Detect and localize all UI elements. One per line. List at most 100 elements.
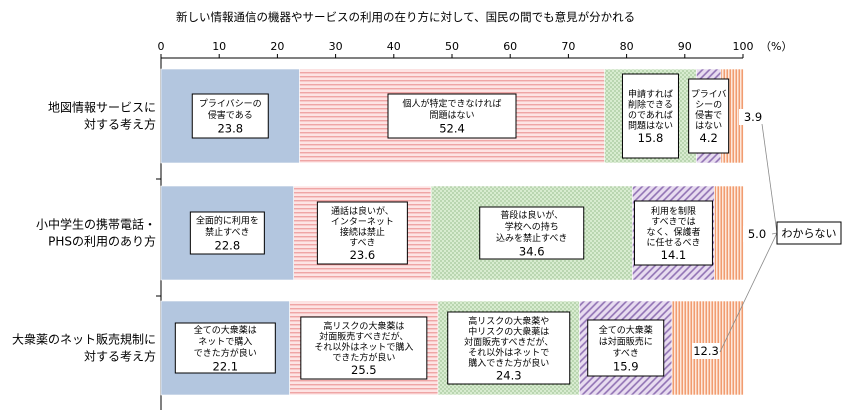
segment-label-text: 個人が特定できなければ — [402, 98, 501, 110]
x-tick-label: 80 — [620, 40, 634, 53]
segment-label-box — [479, 206, 585, 260]
segment-label-text: 削除できる — [628, 99, 673, 111]
segment-label-box — [587, 319, 665, 377]
segment-label-text: シーの — [695, 101, 722, 111]
dont-know-callout: わからない — [719, 123, 842, 353]
segment-label-box — [621, 73, 679, 159]
x-axis: 0 10 20 30 40 50 60 70 80 90 100 （%） — [156, 40, 792, 410]
bar-segment — [714, 185, 744, 281]
x-tick-label: 70 — [561, 40, 575, 53]
segment-label-text: 問題はない — [628, 121, 673, 132]
row-labels: 地図情報サービスに対する考え方小中学生の携帯電話・PHSの利用のあり方大衆薬のネ… — [12, 101, 156, 364]
segment-label-text: 学校への持ち — [505, 220, 559, 232]
segment-label-text: 全ての大衆薬は — [194, 324, 257, 336]
segment-label-text: 接続は禁止 — [340, 226, 385, 238]
segment-value-label: 25.5 — [351, 363, 377, 377]
segment-label-box — [688, 78, 730, 154]
callout-leader-line — [719, 232, 778, 353]
segment-label-text: プライバシーの — [199, 99, 262, 110]
segment-label-box — [387, 93, 517, 139]
row-label: 小中学生の携帯電話・ — [36, 217, 156, 232]
dont-know-value-box — [739, 109, 767, 125]
segment-label-text: できた方が良い — [194, 347, 257, 359]
callout-box — [776, 221, 842, 245]
segment-value-label: 12.3 — [693, 344, 719, 358]
segment-label-text: 全ての大衆薬 — [599, 324, 653, 336]
x-tick-label: 30 — [329, 40, 343, 53]
x-tick-label: 20 — [270, 40, 284, 53]
segment-annotations: プライバシーの侵害である23.8個人が特定できなければ問題はない52.4申請すれ… — [174, 73, 771, 385]
segment-label-text: 侵害である — [208, 109, 253, 121]
segment-label-text: できた方が良い — [332, 352, 395, 364]
segment-value-label: 5.0 — [748, 227, 766, 241]
segment-label-text: それ以外はネットで購入 — [314, 341, 413, 353]
row-label: 地図情報サービスに — [48, 101, 156, 115]
callout-leader-line — [771, 232, 778, 235]
segment-label-text: 利用を制限 — [651, 205, 696, 217]
segment-label-text: はない — [695, 121, 722, 132]
segment-label-box — [316, 201, 408, 265]
segment-label-text: ネットで購入 — [198, 335, 252, 347]
callout-label: わからない — [782, 227, 837, 240]
segment-label-box — [633, 200, 713, 266]
segment-value-label: 34.6 — [519, 244, 545, 258]
segment-value-label: 23.6 — [350, 248, 376, 262]
segment-label-text: インターネット — [331, 217, 394, 228]
segment-label-text: 普段は良いが、 — [500, 209, 563, 221]
segment-label-box — [300, 316, 428, 380]
x-tick-label: 60 — [503, 40, 517, 53]
x-tick-label: 0 — [158, 40, 165, 53]
segment-label-text: 通話は良いが、 — [331, 205, 394, 217]
segment-label-text: 全面的に利用を — [196, 215, 259, 227]
segment-label-text: 高リスクの大衆薬は — [323, 320, 404, 332]
segment-label-text: 侵害で — [695, 109, 722, 121]
segment-label-text: 中リスクの大衆薬は — [468, 325, 549, 337]
segment-label-text: に任せるべき — [646, 237, 700, 249]
segment-label-text: すべき — [613, 348, 639, 359]
x-tick-label: 100 — [733, 40, 754, 53]
x-tick-label: 40 — [387, 40, 401, 53]
segment-value-label: 15.8 — [638, 131, 664, 145]
segment-value-label: 3.9 — [744, 110, 762, 124]
segment-value-label: 4.2 — [700, 131, 718, 145]
segment-label-text: 禁止すべき — [205, 226, 249, 238]
row-label: 対する考え方 — [84, 349, 156, 364]
segment-label-text: 込みを禁止すべき — [496, 232, 567, 244]
row-label: PHSの利用のあり方 — [48, 234, 156, 249]
chart-title: 新しい情報通信の機器やサービスの利用の在り方に対して、国民の間でも意見が分かれる — [176, 10, 635, 24]
segment-label-text: プライバ — [691, 89, 727, 100]
row-label: 大衆薬のネット販売規制に — [12, 332, 156, 347]
row-label: 対する考え方 — [84, 117, 156, 132]
segment-value-label: 22.8 — [215, 239, 241, 253]
segment-value-label: 52.4 — [439, 122, 465, 136]
x-unit-label: （%） — [760, 40, 792, 53]
segment-label-text: それ以外はネットで — [468, 346, 549, 358]
segment-label-text: 購入できた方が良い — [468, 357, 549, 369]
segment-value-label: 15.9 — [613, 359, 639, 373]
dont-know-value-box — [692, 343, 720, 359]
segment-label-text: 申請すれば — [628, 88, 673, 100]
dont-know-value-box — [743, 226, 771, 242]
x-tick-label: 50 — [445, 40, 459, 53]
segment-label-box — [447, 311, 571, 385]
segment-label-text: のであれば — [628, 110, 673, 121]
x-tick-label: 10 — [212, 40, 226, 53]
segment-label-text: すべき — [349, 238, 375, 249]
segment-value-label: 24.3 — [496, 368, 522, 382]
x-tick-label: 90 — [678, 40, 692, 53]
segment-label-text: 対面販売すべきだが、 — [319, 331, 408, 343]
segment-label-text: は対面販売に — [599, 335, 653, 347]
callout-leader-line — [761, 123, 778, 234]
segment-value-label: 22.1 — [213, 359, 239, 373]
segment-value-label: 23.8 — [217, 122, 243, 136]
segment-label-text: 問題はない — [429, 110, 474, 121]
segment-label-box — [191, 93, 269, 139]
segment-label-box — [174, 322, 276, 374]
segment-value-label: 14.1 — [661, 248, 687, 262]
segment-label-text: 対面販売すべきだが、 — [464, 336, 553, 348]
segment-label-text: なく、保護者 — [646, 226, 700, 238]
segment-label-text: すべきでは — [651, 217, 695, 228]
segment-label-box — [189, 211, 265, 255]
segment-label-text: 高リスクの大衆薬や — [468, 315, 549, 327]
